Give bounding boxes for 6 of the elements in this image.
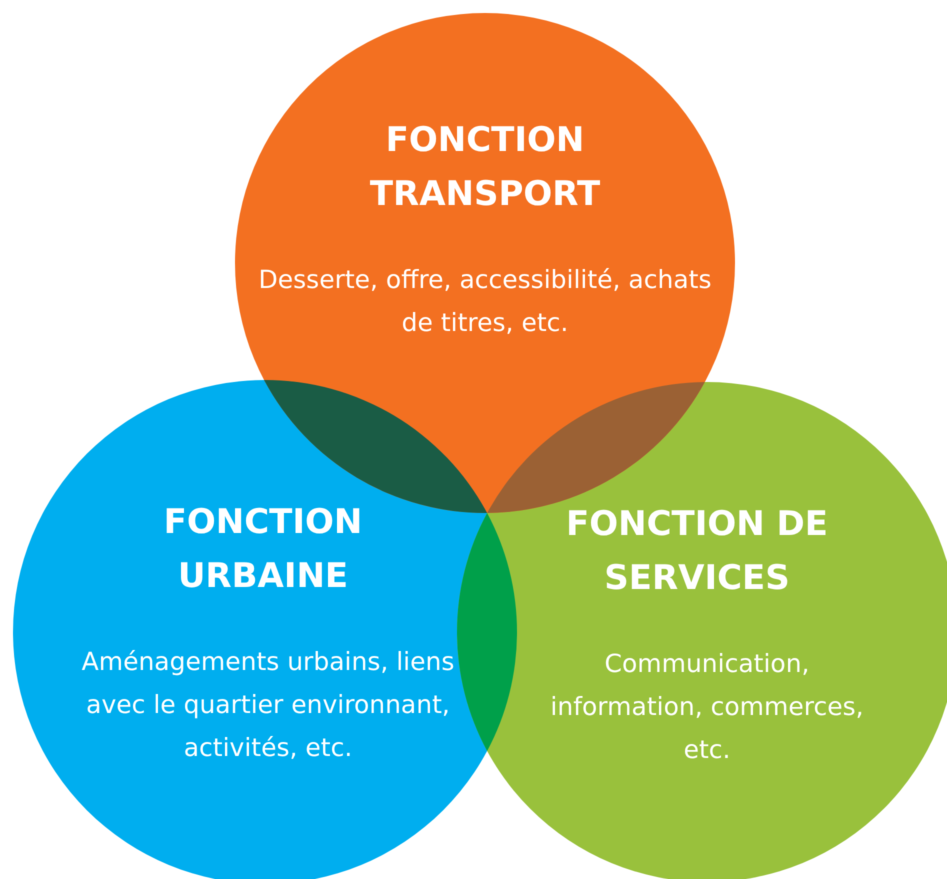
circle-description: Aménagements urbains, liens avec le quartier environnant, activités, etc. — [80, 646, 456, 764]
circle-description: Desserte, offre, accessibilité, achats de titres, etc. — [258, 264, 712, 339]
circle-heading: FONCTION DE SERVICES — [564, 503, 830, 600]
circle-heading: FONCTION TRANSPORT — [368, 119, 602, 216]
circle-heading: FONCTION URBAINE — [162, 501, 364, 598]
circle-description: Communication, information, commerces, etc. — [549, 648, 865, 766]
